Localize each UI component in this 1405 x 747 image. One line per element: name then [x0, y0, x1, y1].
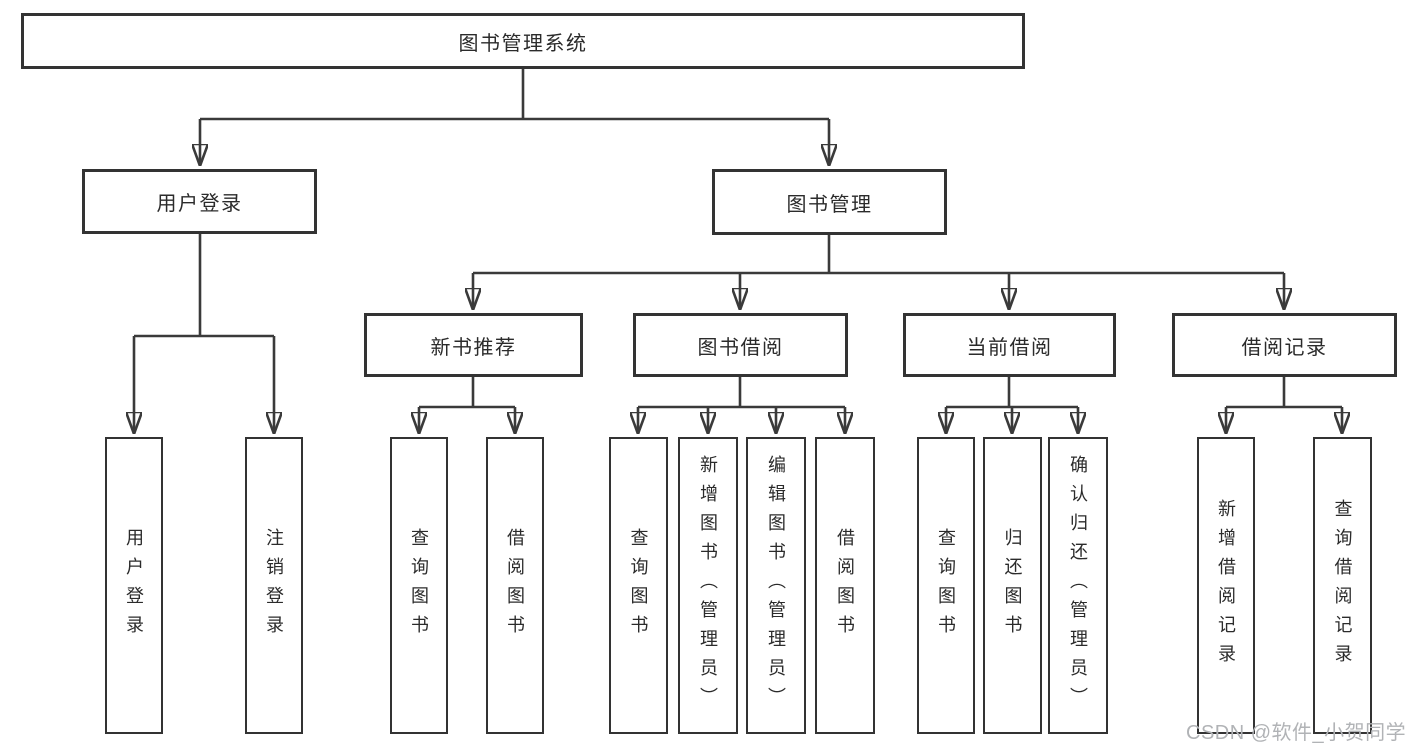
leaf-confirm-return-admin-label: 确认归还（管理员）: [1068, 455, 1088, 716]
node-book-borrowing-label: 图书借阅: [697, 336, 784, 359]
connector-current-borrowing-trunk: [946, 377, 1078, 409]
leaf-edit-books-admin-label: 编辑图书（管理员）: [766, 455, 786, 716]
connector-user-login-trunk: [134, 234, 274, 338]
leaf-add-borrow-record: 新增借阅记录: [1197, 437, 1255, 734]
connector-book-management-trunk: [473, 235, 1284, 275]
leaf-query-borrow-record: 查询借阅记录: [1313, 437, 1372, 734]
node-user-login: 用户登录: [82, 169, 317, 234]
leaf-query-books-recommend: 查询图书: [390, 437, 448, 734]
leaf-borrow-books-recommend-label: 借阅图书: [505, 527, 525, 644]
leaf-query-books-borrowing-label: 查询图书: [628, 527, 649, 644]
node-current-borrowing: 当前借阅: [903, 313, 1116, 377]
leaf-borrow-books-borrowing: 借阅图书: [815, 437, 875, 734]
leaf-add-borrow-record-label: 新增借阅记录: [1216, 498, 1236, 673]
leaf-query-books-recommend-label: 查询图书: [409, 527, 429, 644]
leaf-logout: 注销登录: [245, 437, 303, 734]
leaf-add-books-admin-label: 新增图书（管理员）: [698, 455, 718, 716]
node-current-borrowing-label: 当前借阅: [966, 336, 1053, 359]
node-borrowing-records: 借阅记录: [1172, 313, 1397, 377]
node-book-management-label: 图书管理: [786, 193, 873, 216]
node-book-borrowing: 图书借阅: [633, 313, 848, 377]
node-user-login-label: 用户登录: [156, 193, 243, 215]
connector-book-borrowing-trunk: [638, 377, 845, 409]
leaf-query-books-current: 查询图书: [917, 437, 975, 734]
node-library-system-label: 图书管理系统: [458, 32, 588, 55]
leaf-confirm-return-admin: 确认归还（管理员）: [1048, 437, 1108, 734]
leaf-add-books-admin: 新增图书（管理员）: [678, 437, 738, 734]
node-borrowing-records-label: 借阅记录: [1241, 336, 1328, 359]
leaf-return-books-label: 归还图书: [1002, 527, 1023, 644]
node-new-book-recommend-label: 新书推荐: [430, 336, 517, 359]
leaf-user-login-label: 用户登录: [124, 527, 144, 644]
leaf-borrow-books-borrowing-label: 借阅图书: [835, 527, 855, 644]
connector-new-book-recommend-trunk: [419, 377, 515, 409]
node-book-management: 图书管理: [712, 169, 947, 235]
leaf-borrow-books-recommend: 借阅图书: [486, 437, 544, 734]
node-new-book-recommend: 新书推荐: [364, 313, 583, 377]
leaf-query-borrow-record-label: 查询借阅记录: [1332, 498, 1353, 673]
node-library-system: 图书管理系统: [21, 13, 1025, 69]
leaf-return-books: 归还图书: [983, 437, 1042, 734]
leaf-query-books-borrowing: 查询图书: [609, 437, 668, 734]
connector-borrowing-records-trunk: [1226, 377, 1342, 409]
watermark: CSDN @软件_小贺同学: [1186, 722, 1405, 744]
leaf-query-books-current-label: 查询图书: [936, 527, 956, 644]
leaf-logout-label: 注销登录: [264, 527, 284, 644]
leaf-user-login: 用户登录: [105, 437, 163, 734]
leaf-edit-books-admin: 编辑图书（管理员）: [746, 437, 806, 734]
connector-root-trunk: [200, 69, 829, 121]
